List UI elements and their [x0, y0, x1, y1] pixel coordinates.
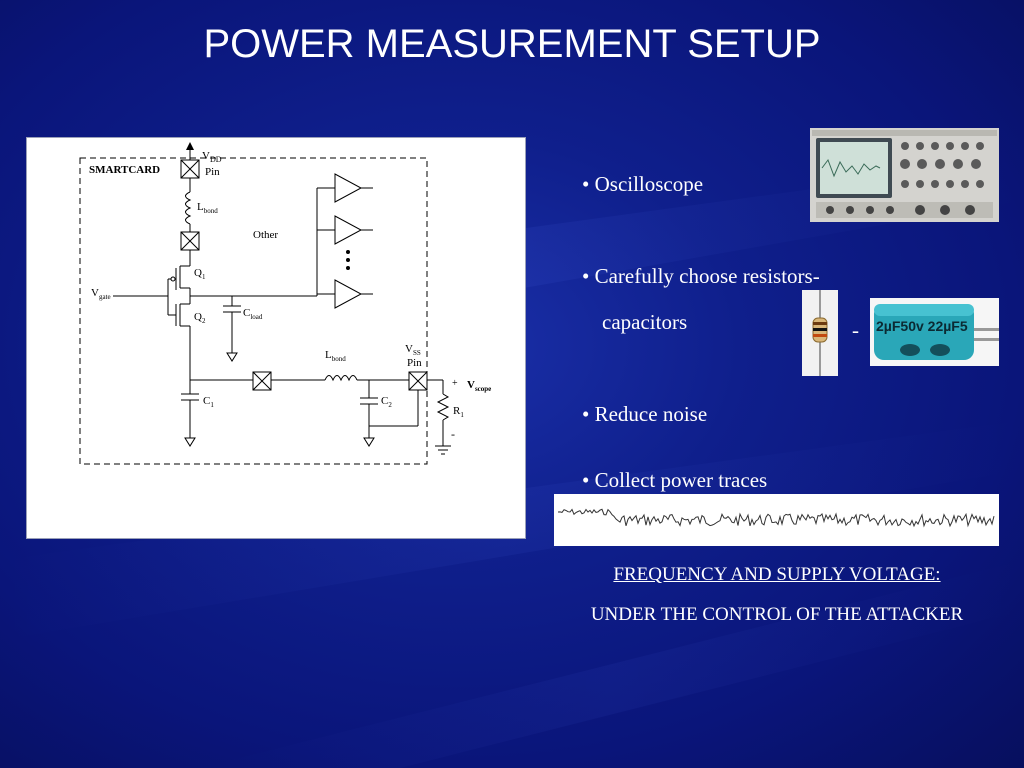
smartcard-boundary	[79, 157, 428, 465]
capacitor-icon: 2µF50v 22µF5	[874, 304, 999, 360]
resistor-image	[802, 290, 838, 376]
lbond-mid-label: Lbond	[325, 349, 346, 363]
ellipsis-dot-2	[346, 258, 350, 262]
oscilloscope-image	[810, 128, 999, 222]
buffer-1-icon	[334, 173, 363, 203]
bullet-resistors: • Carefully choose resistors-	[582, 264, 820, 288]
lbond-top-label: Lbond	[197, 201, 218, 215]
ellipsis-dot-1	[346, 250, 350, 254]
q2-label: Q2	[194, 311, 206, 325]
power-trace-image	[554, 494, 999, 546]
vdd-arrow-icon	[186, 142, 194, 150]
footer-line-2: UNDER THE CONTROL OF THE ATTACKER	[590, 604, 964, 625]
capacitor-marking: 2µF50v 22µF5	[876, 318, 968, 334]
inductor-mid-icon	[324, 375, 358, 382]
oscilloscope-icon	[810, 128, 999, 222]
power-trace-waveform	[557, 508, 995, 528]
bullet-reduce-noise: • Reduce noise	[582, 402, 708, 426]
vdd-pin-label: Pin	[205, 166, 220, 178]
r1-label: R1	[453, 405, 464, 419]
smartcard-label: SMARTCARD	[89, 164, 160, 176]
footer-line-1: FREQUENCY AND SUPPLY VOLTAGE:	[613, 564, 941, 585]
cload-label: Cload	[243, 307, 263, 321]
ground-c2-icon	[363, 437, 375, 447]
q1-label: Q1	[194, 267, 206, 281]
vss-label: VSS	[405, 343, 421, 357]
r1-icon	[436, 393, 450, 421]
bullet-capacitors: capacitors	[602, 310, 688, 334]
vss-pin-label: Pin	[407, 357, 422, 369]
bond-pad-mid-icon	[252, 371, 272, 391]
plus-label: +	[452, 378, 458, 389]
other-label: Other	[253, 229, 278, 241]
capacitor-image: 2µF50v 22µF5	[870, 298, 999, 366]
ellipsis-dot-3	[346, 266, 350, 270]
vscope-label: Vscope	[467, 379, 491, 393]
bullet-oscilloscope: • Oscilloscope	[582, 172, 704, 196]
slide-title: POWER MEASUREMENT SETUP	[203, 22, 821, 66]
c1-label: C1	[203, 395, 214, 409]
buffer-2-icon	[334, 215, 363, 245]
resistor-icon	[812, 290, 828, 376]
ground-c1-icon	[184, 437, 196, 447]
vgate-label: Vgate	[91, 287, 111, 301]
vdd-label: VDD	[202, 150, 222, 164]
c2-label: C2	[381, 395, 392, 409]
buffer-3-icon	[334, 279, 363, 309]
dash-separator: -	[852, 318, 859, 342]
ground-cload-icon	[226, 352, 238, 362]
minus-label: -	[451, 427, 455, 441]
circuit-diagram: SMARTCARD VDD Pin Lbond Vgate Q	[79, 142, 491, 465]
bullet-power-traces: • Collect power traces	[582, 468, 768, 492]
inductor-top-icon	[185, 191, 192, 225]
circuit-diagram-panel: SMARTCARD VDD Pin Lbond Vgate Q	[26, 137, 526, 539]
